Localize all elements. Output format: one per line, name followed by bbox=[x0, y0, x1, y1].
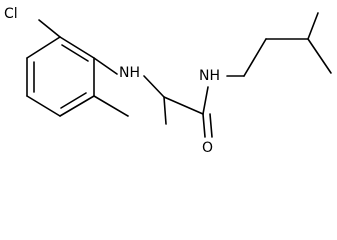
aryl-n-bond bbox=[93, 57, 118, 75]
oxygen-label: O bbox=[202, 140, 213, 155]
amine-nh-label: NH bbox=[119, 65, 140, 81]
ring-bond-1 bbox=[59, 36, 95, 59]
chain-bond-3 bbox=[307, 12, 319, 40]
benzene-ring bbox=[26, 36, 95, 117]
chain-bond-4 bbox=[307, 38, 332, 74]
carbonyl-bond-1 bbox=[202, 113, 206, 138]
molecule-diagram: Cl NH O NH bbox=[4, 6, 332, 155]
ring-double-bond-2 bbox=[60, 92, 87, 109]
n-ch-bond bbox=[143, 75, 165, 98]
ch-carbonyl-bond bbox=[163, 96, 204, 115]
ring-bond-4 bbox=[26, 95, 61, 117]
carbonyl-bond-2 bbox=[209, 113, 213, 138]
ring-bond-3 bbox=[59, 95, 95, 117]
chlorine-label: Cl bbox=[4, 6, 18, 22]
amide-nh-label: NH bbox=[199, 68, 220, 84]
c-cl-bond bbox=[38, 19, 61, 38]
structure-canvas: Cl NH O NH bbox=[4, 6, 332, 155]
ring-double-bond-1 bbox=[61, 44, 89, 62]
ch-methyl-bond bbox=[163, 96, 167, 125]
ring-bond-6 bbox=[26, 36, 61, 59]
aryl-methyl-bond bbox=[93, 95, 129, 117]
chain-bond-1 bbox=[243, 38, 267, 77]
carbonyl-n-bond bbox=[202, 86, 209, 115]
